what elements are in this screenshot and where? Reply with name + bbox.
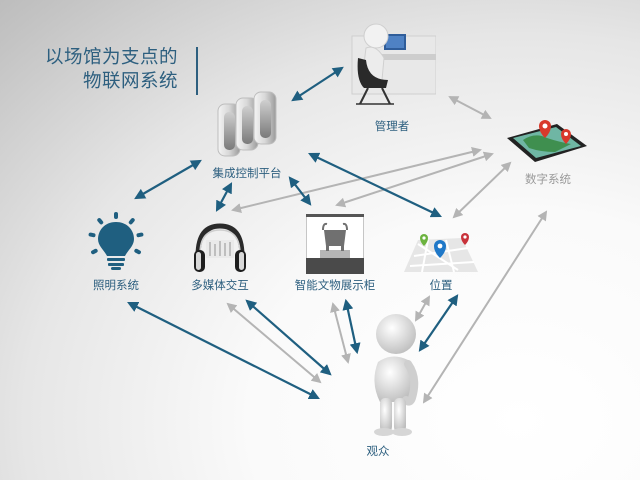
title-line-1: 以场馆为支点的	[44, 47, 178, 68]
arrow-displaycase-visitor	[342, 298, 361, 355]
label-lighting: 照明系统	[93, 278, 139, 292]
arrow-displaycase-visitor-gray	[330, 302, 351, 364]
arrow-multimedia-visitor	[245, 299, 332, 376]
arrow-platform-location	[308, 152, 442, 218]
label-visitor: 观众	[366, 444, 390, 458]
label-location: 位置	[429, 278, 453, 292]
map-pins-icon	[404, 233, 478, 273]
node-location	[398, 226, 482, 274]
person-figure-icon	[374, 314, 419, 436]
arrow-location-visitor	[418, 294, 459, 352]
arrow-lighting-visitor	[127, 302, 320, 399]
arrow-digital-visitor	[422, 210, 548, 404]
node-display-case	[305, 213, 365, 275]
arrow-platform-lighting	[134, 159, 202, 200]
diagram-title: 以场馆为支点的 物联网系统	[45, 46, 190, 94]
label-control-platform: 集成控制平台	[212, 166, 282, 180]
artifact-display-case-icon	[305, 213, 365, 275]
title-line-2: 物联网系统	[82, 71, 178, 92]
tablet-map-icon	[507, 120, 587, 162]
lightbulb-icon	[88, 212, 144, 270]
arrow-platform-admin	[291, 66, 344, 102]
title-accent-bar	[196, 47, 198, 95]
node-lighting	[88, 212, 144, 272]
label-multimedia: 多媒体交互	[191, 278, 249, 292]
arrow-platform-multimedia	[215, 182, 233, 212]
arrow-multimedia-visitor-gray	[226, 302, 322, 384]
node-multimedia	[192, 222, 248, 274]
person-at-desk-icon	[351, 23, 437, 105]
label-admin: 管理者	[374, 119, 410, 133]
node-control-platform	[215, 88, 285, 160]
arrow-digital-location	[452, 161, 512, 219]
node-admin	[348, 14, 437, 106]
label-digital-system: 数字系统	[525, 172, 571, 186]
server-icon	[217, 91, 277, 157]
label-display-case: 智能文物展示柜	[294, 278, 376, 292]
node-visitor	[360, 312, 426, 438]
headphones-icon	[194, 223, 246, 272]
arrow-admin-digital	[448, 96, 492, 119]
arrow-platform-displaycase	[288, 176, 312, 206]
node-digital-system	[505, 112, 589, 166]
